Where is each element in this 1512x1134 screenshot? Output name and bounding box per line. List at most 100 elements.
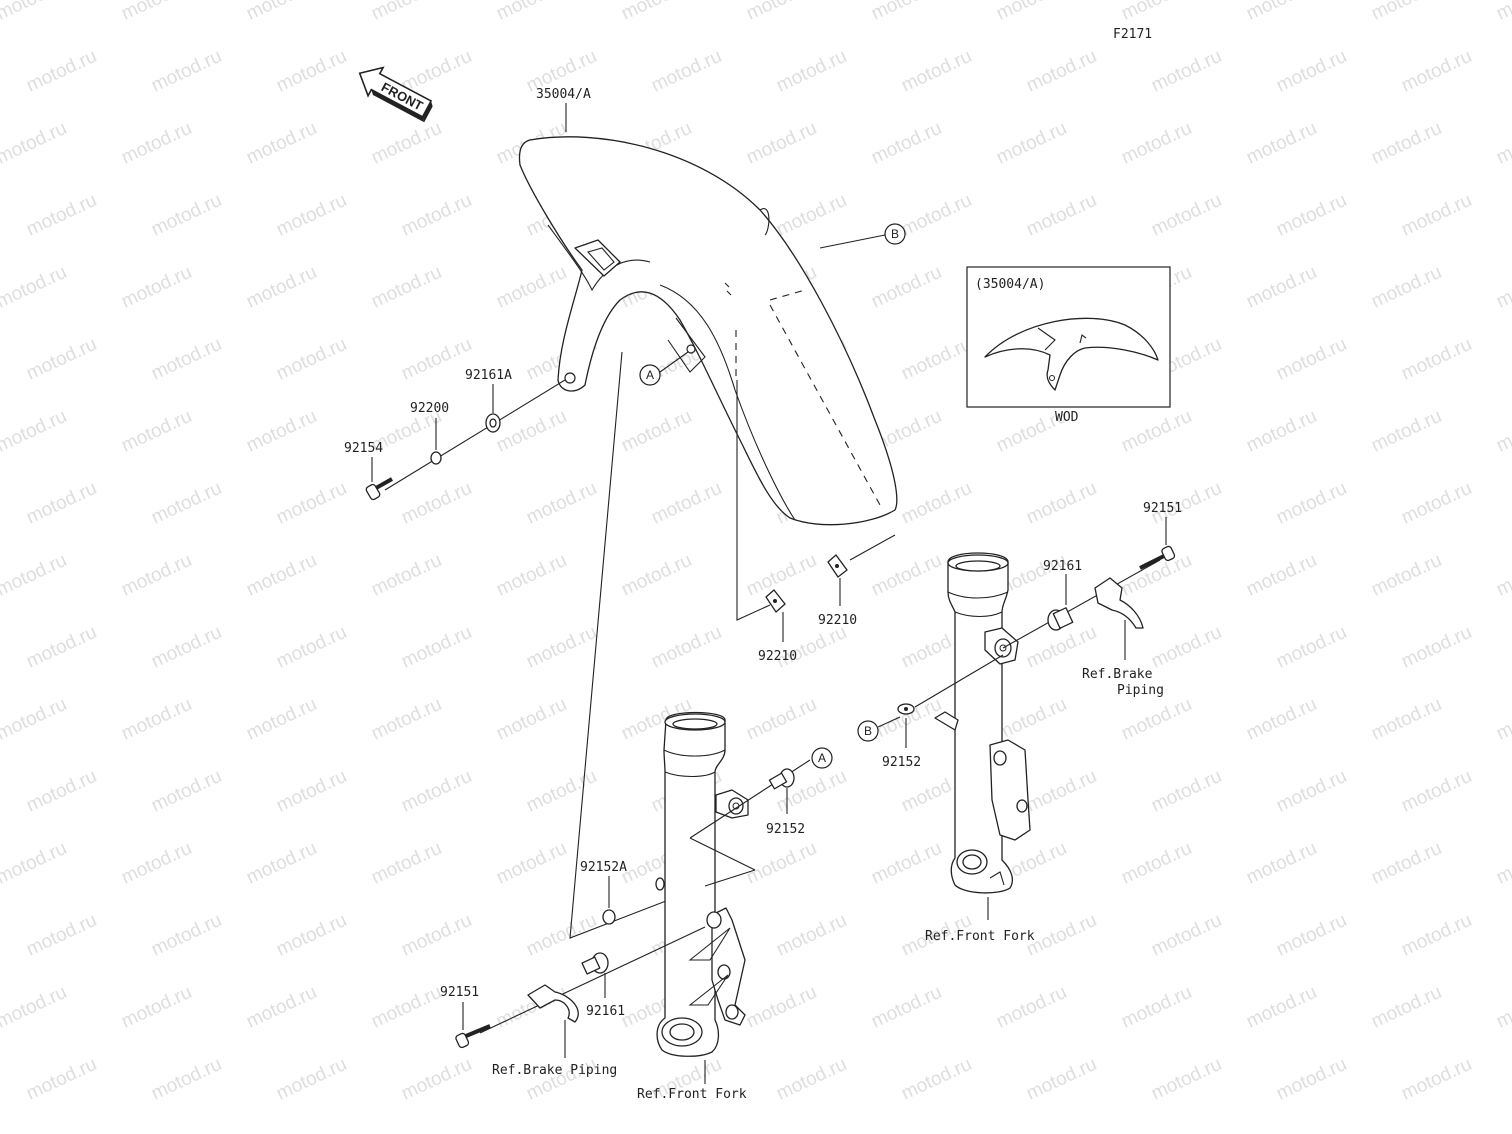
ref-brake-piping-bottom: Ref.Brake Piping	[492, 1063, 617, 1078]
watermark-text: motod.ru	[273, 766, 350, 817]
right-front-fork	[934, 552, 1031, 894]
watermark-text: motod.ru	[618, 0, 695, 25]
watermark-text: motod.ru	[1023, 190, 1100, 241]
watermark-text: motod.ru	[1368, 550, 1445, 601]
leader-line	[877, 716, 901, 728]
watermark-text: motod.ru	[148, 478, 225, 529]
watermark-text: motod.ru	[368, 118, 445, 169]
watermark-text: motod.ru	[648, 46, 725, 97]
watermark-text: motod.ru	[1493, 838, 1512, 889]
watermark-text: motod.ru	[1493, 118, 1512, 169]
watermark-text: motod.ru	[1273, 46, 1350, 97]
watermark-text: motod.ru	[1148, 910, 1225, 961]
inset-title: (35004/A)	[975, 277, 1045, 292]
watermark-text: motod.ru	[23, 190, 100, 241]
watermark-text: motod.ru	[398, 766, 475, 817]
watermark-text: motod.ru	[523, 622, 600, 673]
watermark-text: motod.ru	[773, 622, 850, 673]
watermark-text: motod.ru	[398, 622, 475, 673]
watermark-text: motod.ru	[118, 838, 195, 889]
watermark-text: motod.ru	[773, 1054, 850, 1105]
watermark-text: motod.ru	[618, 406, 695, 457]
watermark-text: motod.ru	[618, 550, 695, 601]
watermark-text: motod.ru	[1493, 550, 1512, 601]
watermark-text: motod.ru	[1368, 694, 1445, 745]
watermark-text: motod.ru	[1398, 622, 1475, 673]
ref-brake-piping-right-2: Piping	[1117, 683, 1164, 698]
watermark-text: motod.ru	[273, 622, 350, 673]
watermark-text: motod.ru	[773, 190, 850, 241]
watermark-text: motod.ru	[1148, 1054, 1225, 1105]
leader-line	[659, 351, 689, 373]
watermark-text: motod.ru	[118, 0, 195, 25]
watermark-text: motod.ru	[1118, 694, 1195, 745]
watermark-text: motod.ru	[1023, 1054, 1100, 1105]
grommet-92161-bottom-icon	[581, 952, 609, 975]
watermark-text: motod.ru	[493, 0, 570, 25]
watermark-text: motod.ru	[493, 262, 570, 313]
watermark-text: motod.ru	[1273, 1054, 1350, 1105]
watermark-text: motod.ru	[273, 1054, 350, 1105]
watermark-text: motod.ru	[273, 190, 350, 241]
assembly-line	[1002, 559, 1161, 649]
callout-b-top: B	[884, 223, 906, 245]
watermark-text: motod.ru	[1148, 46, 1225, 97]
watermark-text: motod.ru	[868, 838, 945, 889]
watermark-text: motod.ru	[1023, 622, 1100, 673]
ref-front-fork-right: Ref.Front Fork	[925, 929, 1035, 944]
collar-92152-left-icon	[768, 768, 795, 790]
watermark-text: motod.ru	[1243, 118, 1320, 169]
watermark-text: motod.ru	[1368, 118, 1445, 169]
watermark-text: motod.ru	[243, 838, 320, 889]
callout-a-fender: A	[639, 364, 661, 386]
watermark-text: motod.ru	[148, 190, 225, 241]
assembly-line	[479, 926, 706, 1034]
watermark-text: motod.ru	[523, 478, 600, 529]
watermark-text: motod.ru	[118, 550, 195, 601]
watermark-text: motod.ru	[23, 766, 100, 817]
watermark-text: motod.ru	[1273, 190, 1350, 241]
watermark-text: motod.ru	[1243, 262, 1320, 313]
part-label-grommet-right: 92161	[1043, 559, 1082, 574]
grommet-92161-right-icon	[1047, 607, 1074, 631]
watermark-text: motod.ru	[23, 478, 100, 529]
watermark-text: motod.ru	[1273, 622, 1350, 673]
front-fender	[518, 136, 898, 526]
part-label-nut-right: 92210	[818, 613, 857, 628]
watermark-text: motod.ru	[1368, 838, 1445, 889]
watermark-text: motod.ru	[1023, 478, 1100, 529]
assembly-line	[914, 654, 1004, 708]
watermark-text: motod.ru	[0, 262, 70, 313]
assembly-line	[384, 379, 566, 491]
watermark-text: motod.ru	[243, 694, 320, 745]
watermark-text: motod.ru	[243, 550, 320, 601]
watermark-text: motod.ru	[523, 766, 600, 817]
clip-nut-right-icon	[827, 554, 848, 578]
watermark-text: motod.ru	[1493, 982, 1512, 1033]
watermark-text: motod.ru	[1398, 334, 1475, 385]
watermark-text: motod.ru	[1493, 406, 1512, 457]
bolt-92151-bottom-icon	[455, 1024, 491, 1049]
watermark-text: motod.ru	[1493, 262, 1512, 313]
watermark-text: motod.ru	[23, 334, 100, 385]
watermark-text: motod.ru	[1368, 982, 1445, 1033]
svg-text:B: B	[891, 227, 899, 241]
watermark-text: motod.ru	[1273, 478, 1350, 529]
watermark-text: motod.ru	[1023, 46, 1100, 97]
watermark-text: motod.ru	[743, 118, 820, 169]
watermark-text: motod.ru	[0, 406, 70, 457]
watermark-text: motod.ru	[0, 118, 70, 169]
grommet-92161a-icon	[485, 413, 501, 433]
assembly-line	[704, 869, 756, 887]
watermark-text: motod.ru	[368, 982, 445, 1033]
brake-clamp-bottom-icon	[527, 984, 579, 1023]
washer-92200-icon	[430, 451, 442, 465]
part-label-grommet-bottom: 92161	[586, 1004, 625, 1019]
watermark-text: motod.ru	[23, 910, 100, 961]
watermark-text: motod.ru	[1273, 910, 1350, 961]
figure-code: F2171	[1113, 27, 1152, 42]
part-label-bolt-right: 92151	[1143, 501, 1182, 516]
watermark-text: motod.ru	[0, 0, 70, 25]
watermark-text: motod.ru	[23, 622, 100, 673]
watermark-text: motod.ru	[273, 910, 350, 961]
